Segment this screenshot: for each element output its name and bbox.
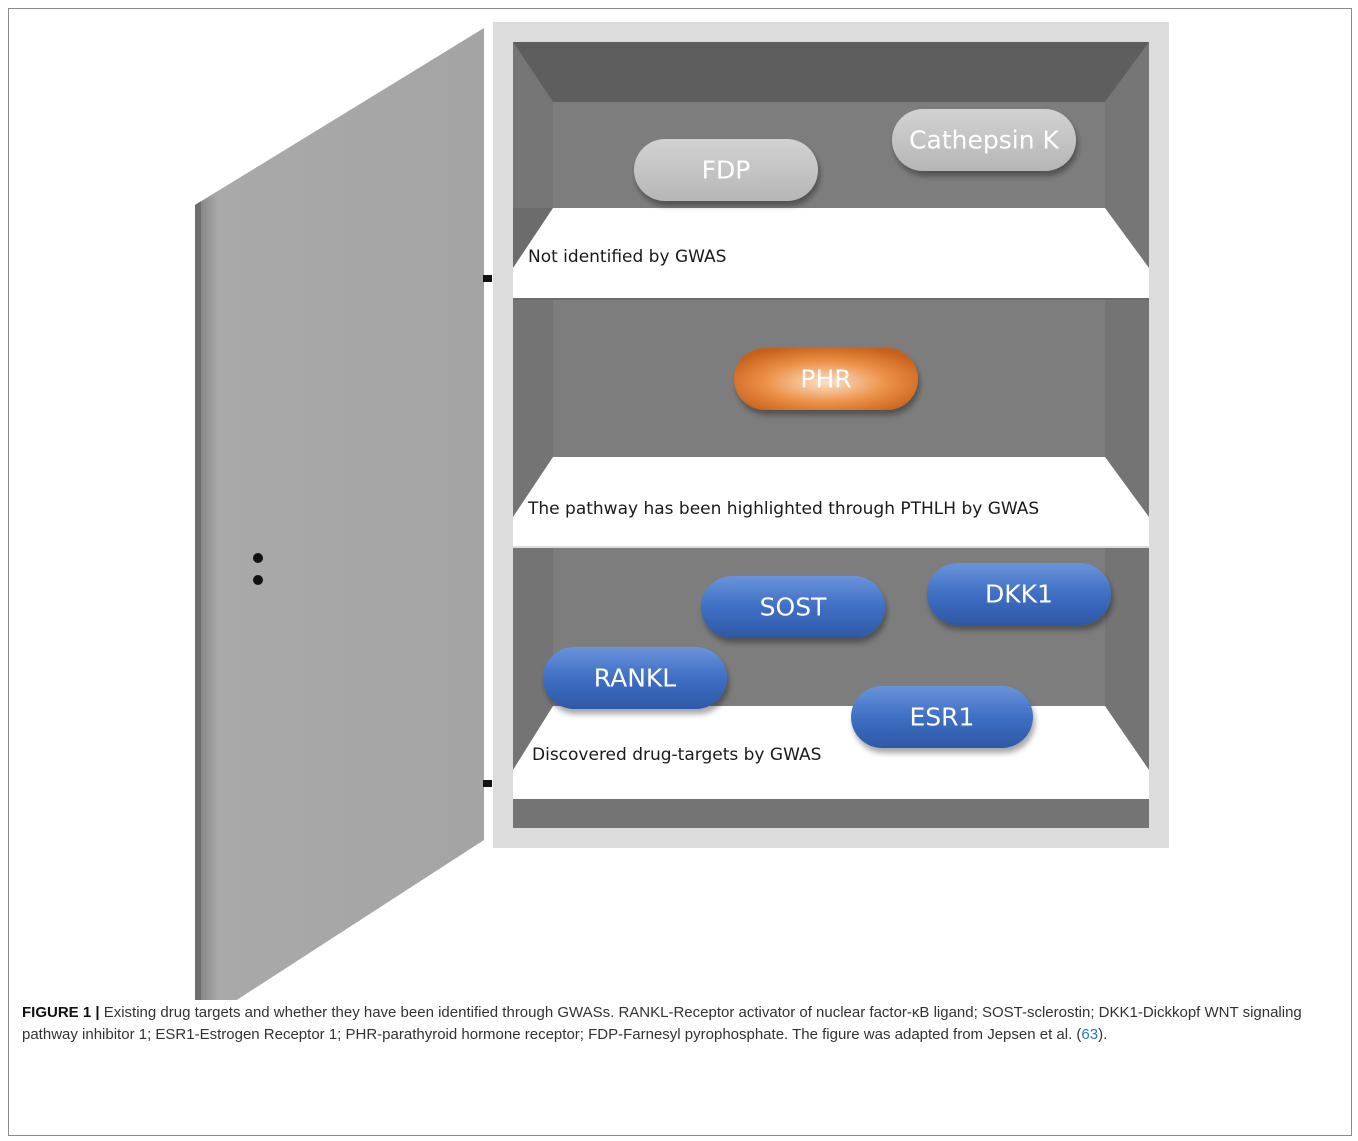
compartment-middle: [513, 300, 1149, 546]
cabinet-diagram: Not identified by GWAS The pathway has b…: [195, 22, 1169, 1000]
pill-esr1-label: ESR1: [910, 703, 975, 732]
pill-phr-label: PHR: [800, 365, 851, 394]
hinge-top: [483, 275, 492, 282]
shelf-label-discovered-targets: Discovered drug-targets by GWAS: [532, 745, 821, 765]
pill-phr: PHR: [734, 348, 918, 410]
pill-fdp: FDP: [634, 139, 818, 201]
pill-cathepsin-k: Cathepsin K: [892, 109, 1076, 171]
shelf-label-pathway-highlighted: The pathway has been highlighted through…: [527, 499, 1039, 519]
pill-esr1: ESR1: [851, 686, 1033, 748]
door-knob-bottom: [253, 575, 263, 585]
citation-link[interactable]: 63: [1081, 1026, 1099, 1043]
pill-cathepsin-k-label: Cathepsin K: [909, 126, 1059, 155]
pill-dkk1: DKK1: [927, 563, 1111, 625]
caption-text: Existing drug targets and whether they h…: [22, 1004, 1302, 1043]
figure-label: FIGURE 1 |: [22, 1004, 100, 1021]
door-knob-top: [253, 553, 263, 563]
pill-sost: SOST: [701, 576, 885, 638]
caption-text-end: ).: [1098, 1026, 1108, 1043]
figure-caption: FIGURE 1 | Existing drug targets and whe…: [22, 1002, 1332, 1046]
pill-sost-label: SOST: [760, 593, 827, 622]
hinge-bottom: [483, 780, 492, 787]
pill-rankl-label: RANKL: [594, 664, 677, 693]
pill-fdp-label: FDP: [702, 156, 751, 185]
shelf-label-not-identified: Not identified by GWAS: [528, 247, 726, 267]
cabinet-door: [195, 28, 484, 1000]
pill-dkk1-label: DKK1: [985, 580, 1053, 609]
pill-rankl: RANKL: [543, 647, 727, 709]
